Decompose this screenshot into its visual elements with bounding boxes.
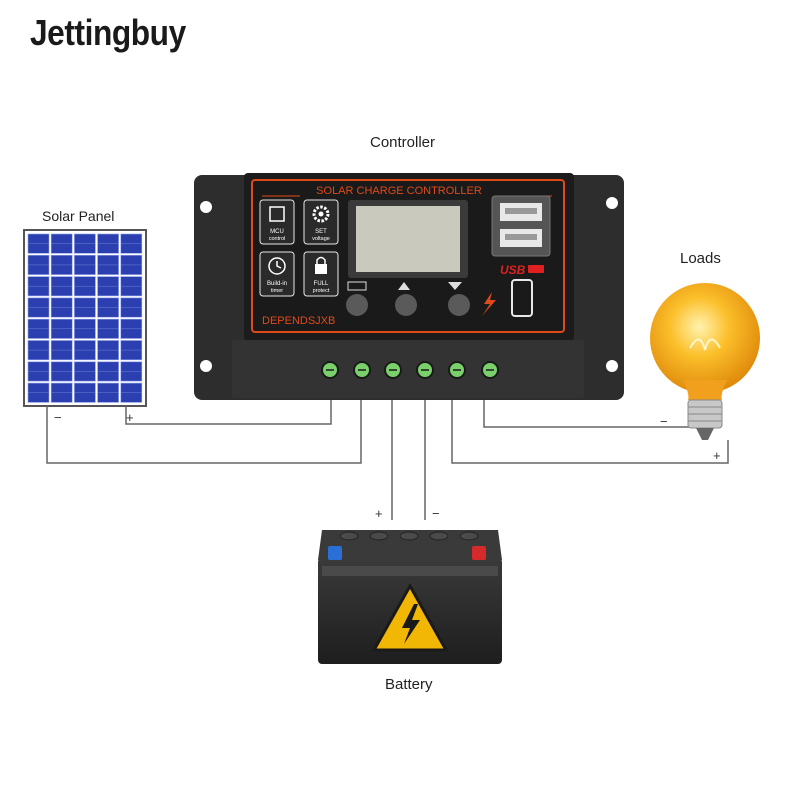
feature-label-line2: control: [269, 236, 286, 242]
terminal-screw[interactable]: [448, 361, 466, 379]
model-label: DEPENDSJXB: [262, 315, 335, 327]
solar-panel-label: Solar Panel: [42, 208, 115, 224]
feature-label-line2: timer: [271, 288, 283, 294]
terminal-screw[interactable]: [353, 361, 371, 379]
gear-icon: [312, 205, 330, 223]
light-bulb: [650, 283, 760, 440]
up-arrow-icon: [398, 282, 410, 290]
battery-minus-mark: −: [432, 506, 440, 521]
usb-label: USB: [500, 263, 526, 277]
terminal-screw[interactable]: [416, 361, 434, 379]
down-arrow-icon: [448, 282, 462, 290]
chip-icon: [269, 206, 285, 222]
lock-icon: [315, 256, 327, 274]
battery-plus-mark: +: [375, 506, 383, 521]
loads-label: Loads: [680, 250, 721, 267]
feature-label-line1: Build-in: [267, 281, 287, 287]
brand-logo: Jettingbuy: [30, 12, 186, 53]
feature-label-line1: FULL: [314, 281, 329, 287]
down-button[interactable]: [448, 282, 470, 316]
clock-icon: [268, 257, 286, 275]
lightning-icon: [482, 292, 496, 316]
feature-label-line1: MCU: [270, 229, 284, 235]
battery-label: Battery: [385, 676, 433, 693]
feature-label-line2: protect: [313, 288, 330, 294]
feature-label-line2: voltage: [312, 236, 330, 242]
feature-label-line1: SET: [315, 229, 327, 235]
terminal-screw[interactable]: [384, 361, 402, 379]
battery-negative-terminal: [328, 546, 342, 560]
menu-button[interactable]: [346, 281, 368, 316]
load-minus-mark: −: [660, 414, 668, 429]
up-button[interactable]: [395, 282, 417, 316]
battery-icon: [347, 281, 367, 291]
panel-minus-mark: −: [54, 410, 62, 425]
terminal-screw[interactable]: [481, 361, 499, 379]
panel-plus-mark: +: [126, 410, 134, 425]
wires: [46, 380, 729, 520]
phone-icon: [511, 279, 533, 317]
battery: [318, 530, 502, 664]
controller-label: Controller: [370, 134, 436, 151]
load-plus-mark: +: [713, 448, 721, 463]
terminal-screw[interactable]: [321, 361, 339, 379]
lcd-screen: [356, 206, 460, 272]
battery-positive-terminal: [472, 546, 486, 560]
controller-title: SOLAR CHARGE CONTROLLER: [316, 185, 482, 197]
charge-controller: SOLAR CHARGE CONTROLLER MCUcontrolSETvol…: [194, 173, 624, 400]
solar-panel: [23, 229, 147, 407]
